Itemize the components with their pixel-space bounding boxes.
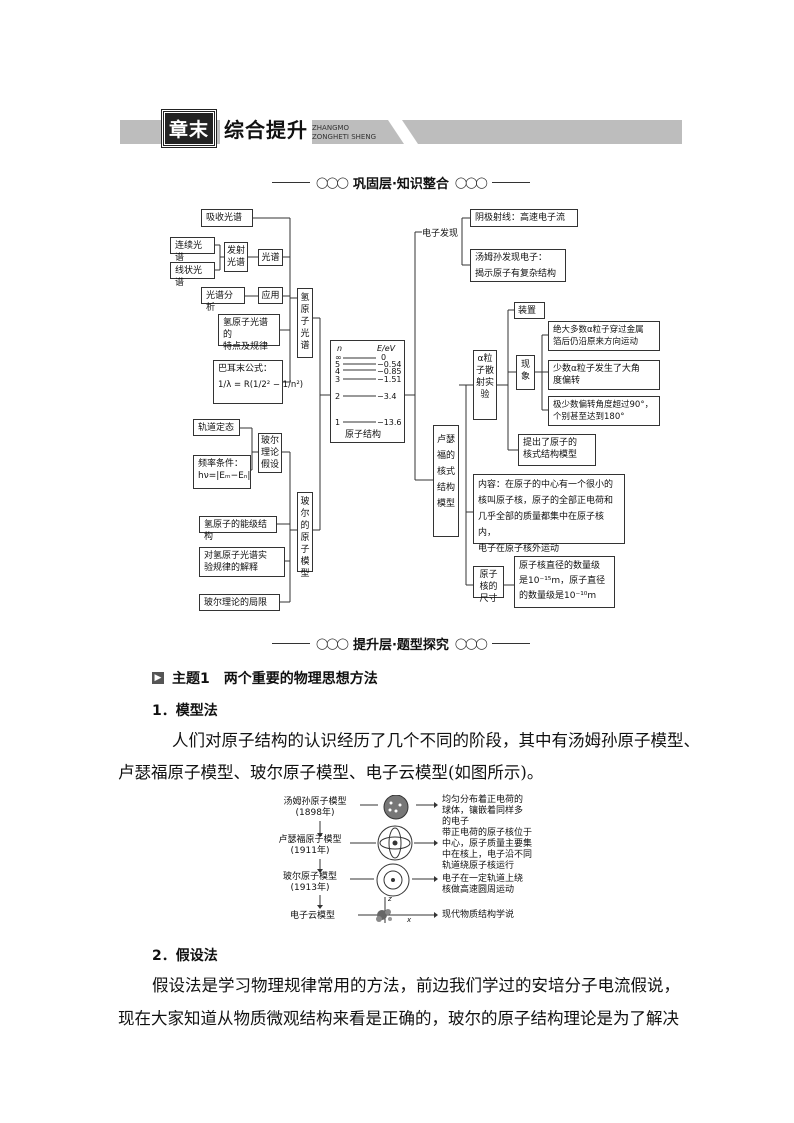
node-bohr-limits: 玻尔理论的局限 — [199, 594, 280, 611]
node-phenomenon: 现象 — [516, 355, 535, 390]
freq-formula: hν=|Eₘ−Eₙ| — [198, 471, 251, 481]
axis-x-label: x — [407, 916, 412, 924]
para1-line2: 卢瑟福原子模型、玻尔原子模型、电子云模型(如图所示)。 — [118, 763, 544, 782]
divider-right — [491, 643, 530, 644]
level-n-label: n — [337, 344, 343, 353]
topic-label: 主题1 两个重要的物理思想方法 — [172, 671, 378, 687]
model-bohr: 玻尔原子模型 (1913年) — [282, 872, 337, 893]
node-rutherford-model: 卢瑟福的核式结构模型 — [433, 425, 459, 537]
level-e-1: −13.6 — [377, 418, 402, 427]
node-continuous-spectrum: 连续光谱 — [170, 237, 215, 263]
pinyin-line2: ZONGHETI SHENG — [312, 133, 377, 141]
node-application: 应用 — [258, 287, 283, 304]
thomson-line1: 汤姆孙发现电子： — [475, 253, 548, 263]
section-heading-2: ◯◯◯ 提升层·题型探究 ◯◯◯ — [272, 634, 530, 653]
axis-z-label: z — [388, 895, 392, 903]
model-rutherford: 卢瑟福原子模型 (1911年) — [278, 835, 342, 856]
level-n-5: 5 — [335, 360, 341, 369]
subheading-model-method: 1．模型法 — [152, 703, 218, 719]
node-line-spectrum: 线状光谱 — [170, 262, 215, 288]
balmer-title: 巴耳末公式： — [218, 364, 273, 374]
desc-bohr: 电子在一定轨道上绕 核做高速圆周运动 — [442, 874, 524, 895]
node-spectrum: 光谱 — [258, 249, 283, 266]
model-electron-cloud: 电子云模型 — [290, 911, 336, 921]
ornament-icon: ◯◯◯ — [454, 176, 488, 189]
divider-right — [491, 182, 530, 183]
mindmap-lines — [215, 217, 548, 603]
ornament-icon: ◯◯◯ — [316, 176, 349, 189]
banner-slant — [388, 120, 418, 144]
desc-thomson: 均匀分布着正电荷的 球体，镶嵌着同样多 的电子 — [442, 795, 524, 827]
node-hydrogen-features: 氢原子光谱的 特点及规律 — [218, 314, 280, 352]
play-icon: ▶ — [152, 672, 164, 684]
node-balmer: 巴耳末公式： 1/λ = R(1/2² − 1/n²) — [213, 360, 304, 404]
chapter-title: 章末 综合提升 — [160, 108, 313, 148]
node-orbit-stationary: 轨道定态 — [193, 419, 240, 436]
figure-drawing — [317, 795, 438, 923]
node-device: 装置 — [514, 302, 545, 319]
node-hydrogen-spectrum: 氢原子光谱 — [297, 288, 313, 358]
thomson-line2: 揭示原子有复杂结构 — [475, 269, 557, 279]
node-electron-discovery: 电子发现 — [422, 229, 459, 239]
section-title-1: 巩固层·知识整合 — [352, 177, 449, 192]
level-e-5: −0.54 — [377, 360, 402, 369]
node-bohr-model: 玻尔的原子模型 — [297, 492, 313, 579]
node-spectrum-explanation: 对氢原子光谱实 验规律的解释 — [199, 547, 285, 577]
level-e-label: E/eV — [377, 344, 396, 353]
ornament-icon: ◯◯◯ — [454, 637, 488, 650]
topic-heading: ▶ 主题1 两个重要的物理思想方法 — [152, 668, 378, 688]
node-phenomenon-1: 绝大多数α粒子穿过金属 箔后仍沿原来方向运动 — [548, 321, 660, 351]
level-e-3: −1.51 — [377, 375, 402, 384]
atom-structure-label: 原子结构 — [345, 430, 382, 440]
node-thomson: 汤姆孙发现电子： 揭示原子有复杂结构 — [470, 249, 566, 282]
node-emission-spectrum: 发射 光谱 — [224, 242, 248, 272]
node-spectral-analysis: 光谱分析 — [201, 287, 245, 313]
node-size-description: 原子核直径的数量级 是10⁻¹⁵m，原子直径 的数量级是10⁻¹⁰m — [514, 556, 615, 608]
node-alpha-experiment: α粒子散射实验 — [473, 350, 497, 420]
divider-left — [272, 182, 310, 183]
level-e-2: −3.4 — [377, 392, 397, 401]
node-rutherford-content: 内容：在原子的中心有一个很小的 核叫原子核，原子的全部正电荷和 几乎全部的质量都… — [473, 474, 625, 554]
desc-electron-cloud: 现代物质结构学说 — [442, 910, 515, 920]
freq-cond-label: 频率条件： — [198, 459, 244, 469]
para1-line1: 人们对原子结构的认识经历了几个不同的阶段，其中有汤姆孙原子模型、 — [172, 731, 700, 750]
level-n-4: 4 — [335, 367, 341, 376]
ornament-icon: ◯◯◯ — [316, 637, 349, 650]
section-title-2: 提升层·题型探究 — [352, 638, 449, 653]
level-e-inf: 0 — [381, 353, 387, 362]
level-n-2: 2 — [335, 392, 341, 401]
desc-rutherford: 带正电荷的原子核位于 中心，原子质量主要集 中在核上，电子沿不同 轨道绕原子核运… — [442, 828, 533, 871]
subheading-hypothesis-method: 2．假设法 — [152, 948, 218, 964]
node-energy-diagram: n E/eV ∞ 0 5 −0.54 4 −0.85 3 −1.51 2 −3.… — [330, 340, 405, 443]
node-absorption-spectrum: 吸收光谱 — [201, 209, 253, 227]
chapter-pinyin: ZHANGMO ZONGHETI SHENG — [312, 124, 376, 142]
balmer-formula: 1/λ = R(1/2² − 1/n²) — [218, 380, 304, 390]
level-n-inf: ∞ — [335, 353, 342, 362]
model-thomson: 汤姆孙原子模型 (1898年) — [283, 797, 347, 818]
node-frequency-condition: 频率条件： hν=|Eₘ−Eₙ| — [193, 455, 251, 489]
node-bohr-hypothesis: 玻尔理论假设 — [258, 433, 282, 473]
divider-left — [272, 643, 310, 644]
level-n-1: 1 — [335, 418, 341, 427]
pinyin-line1: ZHANGMO — [312, 124, 350, 132]
node-cathode-ray: 阴极射线：高速电子流 — [470, 209, 578, 227]
para2-line1: 假设法是学习物理规律常用的方法，前边我们学过的安培分子电流假说， — [152, 976, 680, 995]
node-nuclear-model-proposed: 提出了原子的 核式结构模型 — [518, 434, 596, 466]
node-nucleus-size: 原子核的尺寸 — [473, 566, 504, 604]
chapter-title-part2: 综合提升 — [220, 111, 313, 145]
chapter-title-part1: 章末 — [160, 108, 218, 148]
node-energy-level-structure: 氢原子的能级结构 — [199, 516, 277, 542]
node-phenomenon-3: 极少数偏转角度超过90°， 个别甚至达到180° — [548, 396, 660, 426]
energy-level-lines — [343, 357, 376, 423]
atomic-models-figure: 汤姆孙原子模型 (1898年) 卢瑟福原子模型 (1911年) 玻尔原子模型 (… — [270, 795, 550, 930]
para2-line2: 现在大家知道从物质微观结构来看是正确的，玻尔的原子结构理论是为了解决 — [118, 1009, 679, 1028]
level-n-3: 3 — [335, 375, 341, 384]
section-heading-1: ◯◯◯ 巩固层·知识整合 ◯◯◯ — [272, 173, 530, 192]
node-phenomenon-2: 少数α粒子发生了大角 度偏转 — [548, 360, 660, 390]
level-e-4: −0.85 — [377, 367, 402, 376]
